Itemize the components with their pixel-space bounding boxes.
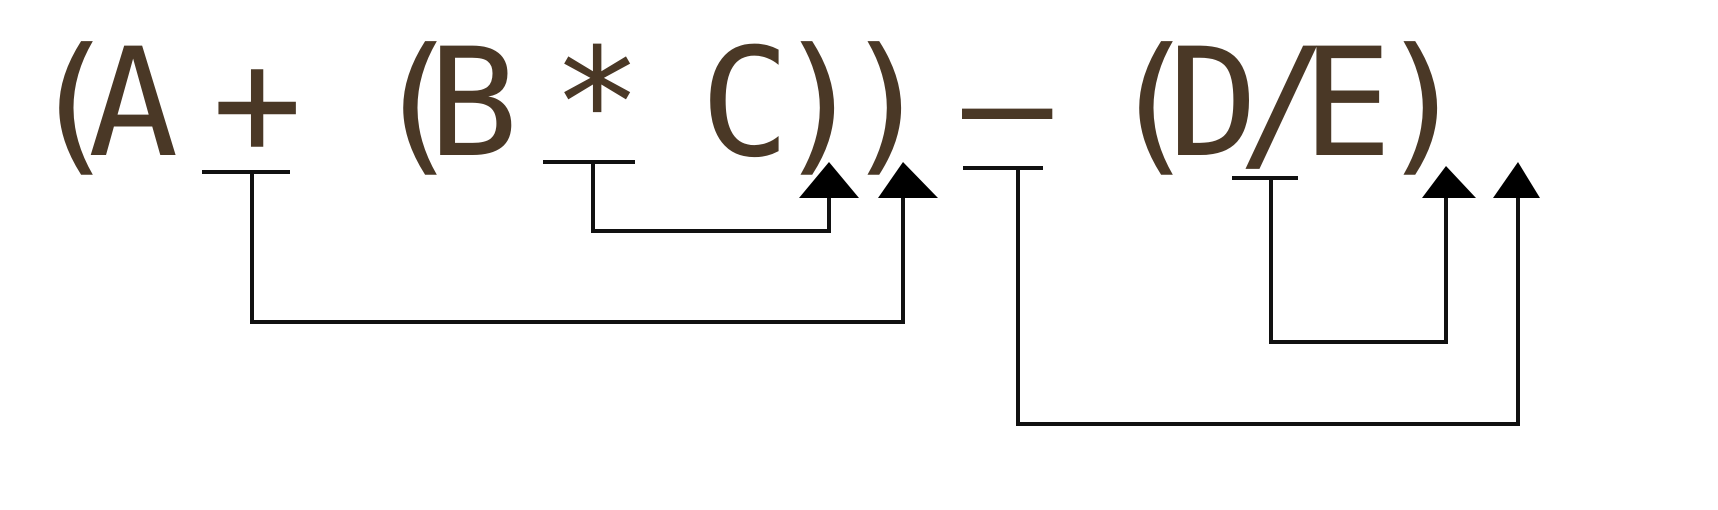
- operand-c: C: [700, 17, 790, 191]
- operand-b: B: [428, 17, 518, 191]
- operator-plus: +: [212, 17, 302, 191]
- close-paren-1: ): [775, 17, 865, 191]
- close-paren-2: ): [842, 17, 932, 191]
- open-paren-2: (: [372, 17, 462, 191]
- operator-links: [202, 160, 1540, 426]
- open-paren-3: (: [1108, 17, 1198, 191]
- operand-e: E: [1302, 17, 1392, 191]
- expression: ( A + ( B * C ) ) – ( D / E ): [28, 17, 1468, 191]
- close-paren-2-arrow-icon: [878, 162, 938, 198]
- close-paren-1-arrow-icon: [799, 162, 859, 198]
- close-paren-3: ): [1378, 17, 1468, 191]
- close-paren-3-outer-arrow-icon: [1493, 162, 1540, 198]
- operand-a: A: [88, 17, 178, 191]
- plus-to-close-paren-2-connector: [250, 172, 905, 324]
- close-paren-3-inner-arrow-icon: [1422, 166, 1476, 198]
- times-to-close-paren-1-connector: [591, 162, 831, 233]
- minus-to-close-paren-3-connector: [1016, 168, 1520, 426]
- operator-times: *: [552, 17, 642, 191]
- operand-d: D: [1168, 17, 1258, 191]
- divide-to-close-paren-3-connector: [1269, 178, 1448, 344]
- operator-divide: /: [1238, 17, 1328, 191]
- open-paren-1: (: [28, 17, 118, 191]
- operator-minus: –: [962, 17, 1053, 191]
